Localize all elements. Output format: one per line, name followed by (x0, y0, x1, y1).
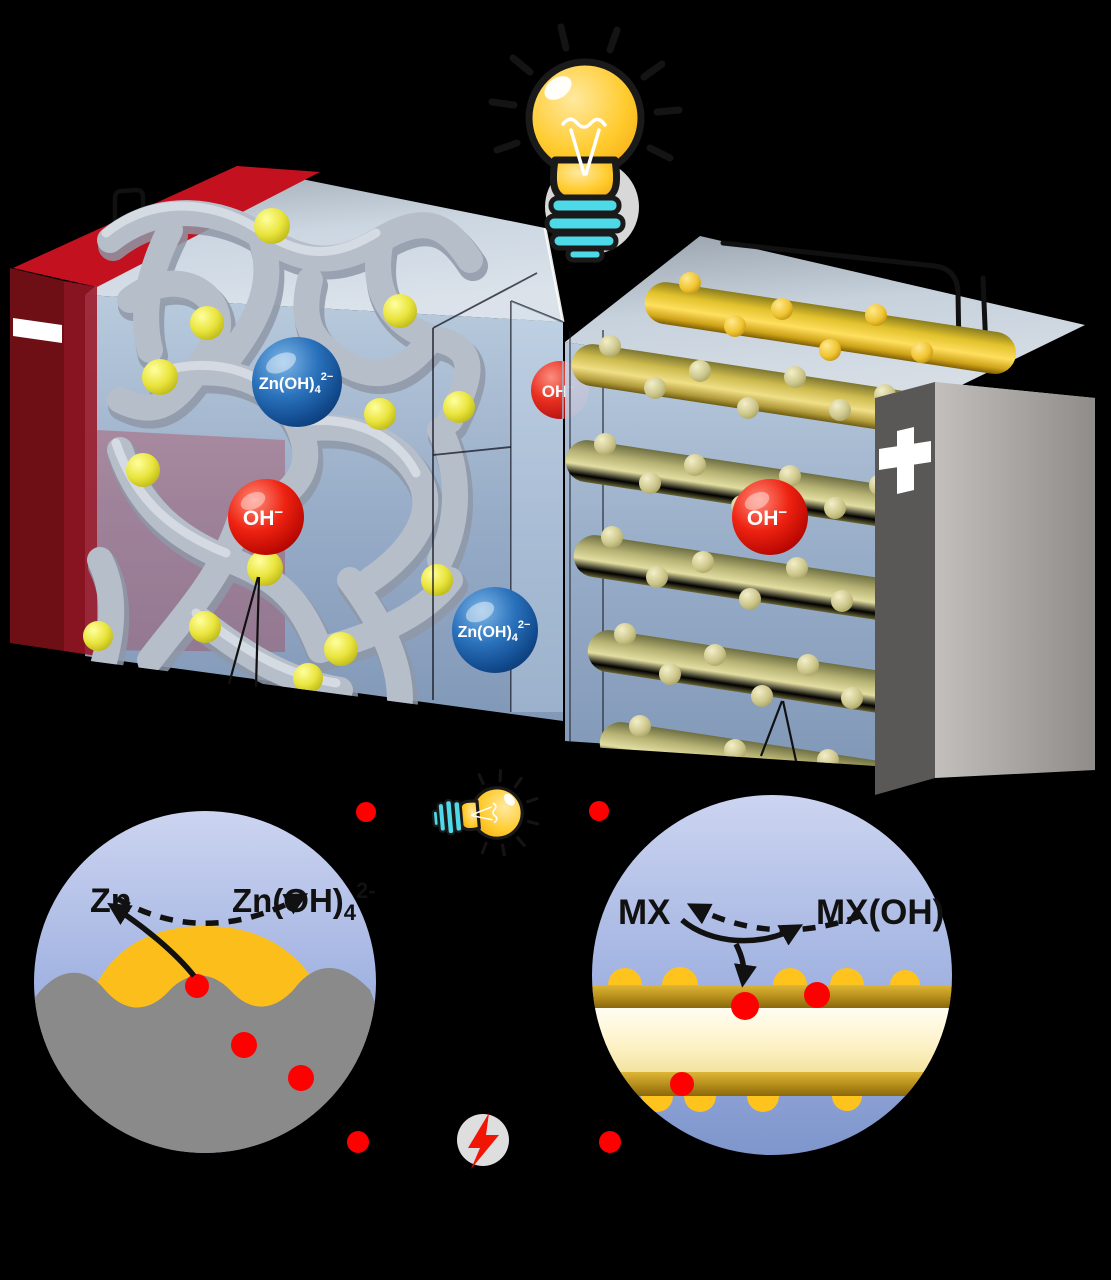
left-inset-circle: Zn Zn(OH)42- (34, 811, 376, 1153)
hydroxide-label: OH− (243, 504, 284, 530)
zn-label: Zn (90, 882, 132, 920)
mx-label: MX (618, 893, 671, 932)
glass-edge-highlight (543, 227, 565, 323)
lightning-bolt-icon (457, 1113, 509, 1169)
anode-front-strip (64, 281, 97, 656)
right-electrode-block: OH− (565, 236, 1095, 795)
red-ion-dot (356, 802, 376, 822)
anode-side-face (10, 268, 64, 651)
red-ion-dot (231, 1032, 257, 1058)
red-ion-dot (670, 1072, 694, 1096)
solid-down-arrow (733, 942, 757, 988)
cathode-collector (875, 382, 1095, 795)
plus-terminal-icon (879, 427, 931, 494)
cathode-wire (720, 240, 962, 355)
mx-layer-bottom (592, 1072, 952, 1096)
zincate-product-label: Zn(OH)42- (232, 878, 376, 925)
zincate-label: Zn(OH)42− (259, 371, 334, 396)
red-ion-dot (804, 982, 830, 1008)
red-ion-dot (185, 974, 209, 998)
dashed-reaction-arrow (116, 893, 309, 926)
collector-side-face (935, 382, 1095, 778)
hydroxide-label: OH− (747, 504, 788, 530)
right-inset-circle: MX MX(OH) (592, 795, 952, 1155)
solid-reaction-arrow (680, 917, 804, 946)
red-ion-dot (288, 1065, 314, 1091)
zincate-label: Zn(OH)42− (458, 619, 531, 644)
anode-wire (112, 187, 146, 224)
zinc-sponge (82, 200, 488, 721)
red-ion-dot (347, 1131, 369, 1153)
minus-terminal-icon (13, 318, 62, 343)
collector-front-face (875, 382, 935, 795)
solid-reaction-arrow (107, 902, 197, 978)
zincate-ion-sphere-2: Zn(OH)42− (452, 587, 538, 673)
mxoh-label: MX(OH) (816, 893, 944, 932)
mx-layer-top (592, 985, 952, 1008)
red-ion-dot (731, 992, 759, 1020)
red-ion-dot (599, 1131, 621, 1153)
mx-core-layer (592, 1008, 952, 1072)
zincate-ion-sphere-1: Zn(OH)42− (252, 337, 342, 427)
hydroxide-ion-sphere-left: OH− (228, 479, 304, 555)
red-ion-dot (589, 801, 609, 821)
zinc-particles (83, 208, 475, 693)
zinc-surface (34, 968, 376, 1153)
lightbulb-icon (492, 27, 679, 260)
left-electrode-block (10, 166, 565, 721)
right-leader-lines (759, 700, 798, 762)
left-leader-lines (227, 576, 261, 688)
hydroxide-ion-sphere-right: OH− (732, 479, 808, 555)
